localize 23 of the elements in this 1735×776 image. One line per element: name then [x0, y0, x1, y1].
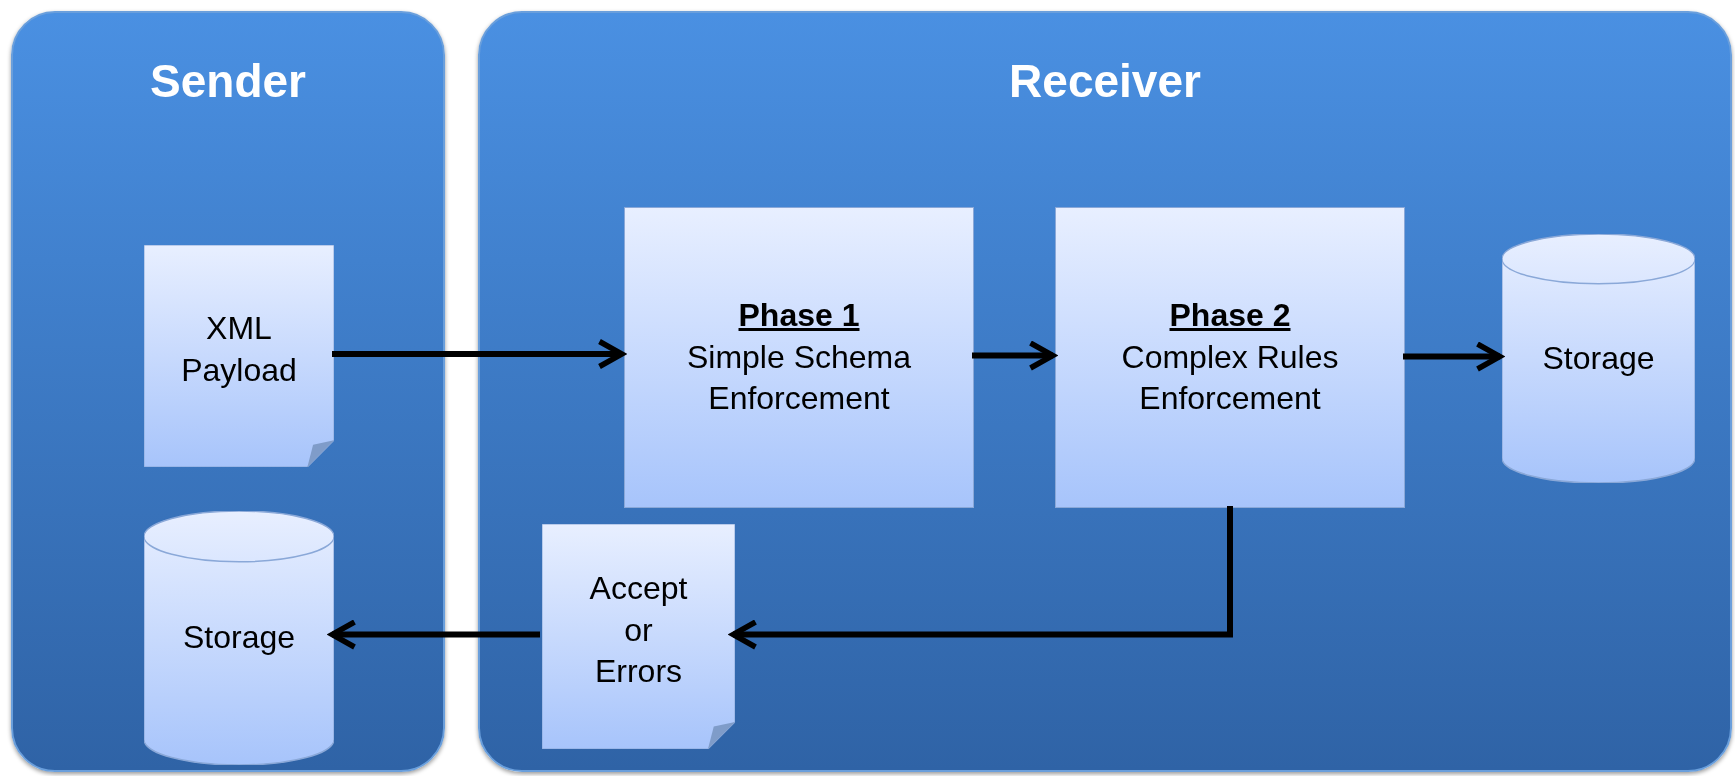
node-label: Storage [182, 618, 296, 658]
arrow [1403, 341, 1503, 372]
document-shape [542, 524, 735, 749]
phase-heading: Phase 1 [738, 296, 860, 336]
process-box [1055, 207, 1405, 508]
node-label: Accept or Errors [588, 569, 689, 692]
phase-heading: Phase 2 [1169, 296, 1291, 336]
storage-cylinder [144, 511, 334, 765]
lane-title: Receiver [1009, 54, 1201, 109]
storage-cylinder [1502, 234, 1695, 483]
arrow [730, 506, 1233, 650]
arrow [329, 619, 540, 650]
lane-title: Sender [150, 54, 306, 109]
arrow [972, 340, 1056, 371]
arrow [332, 338, 625, 370]
node-label: Complex Rules Enforcement [1120, 337, 1340, 419]
swimlane-panel [478, 11, 1732, 772]
node-label: Storage [1542, 338, 1655, 378]
node-label: XML Payload [181, 309, 297, 390]
swimlane-panel [11, 11, 445, 772]
process-box [624, 207, 974, 508]
node-label: Simple Schema Enforcement [685, 337, 913, 419]
document-shape [144, 245, 334, 467]
